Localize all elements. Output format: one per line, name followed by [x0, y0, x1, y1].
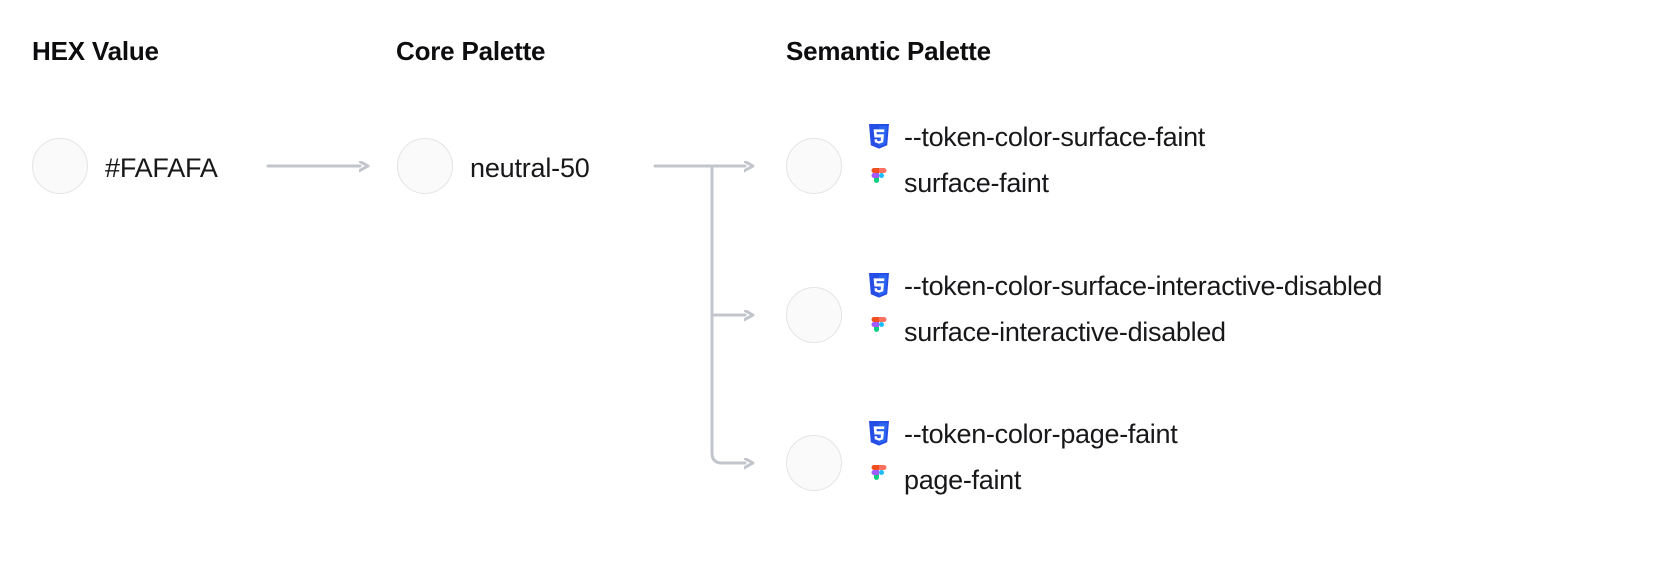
- semantic-token-row-3: --token-color-page-faint page-faint: [866, 418, 1178, 495]
- swatch-hex-value[interactable]: [32, 138, 88, 194]
- column-heading-hex-value: HEX Value: [32, 36, 159, 66]
- css-variable-line-1: --token-color-surface-faint: [866, 122, 1205, 152]
- figma-name-line-3: page-faint: [866, 465, 1177, 495]
- figma-icon: [866, 317, 892, 347]
- swatch-semantic-1[interactable]: [786, 138, 842, 194]
- figma-token-name-1: surface-faint: [904, 167, 1049, 198]
- css-variable-name-1: --token-color-surface-faint: [904, 121, 1206, 152]
- css3-icon: [866, 122, 892, 152]
- semantic-token-row-2: --token-color-surface-interactive-disabl…: [866, 271, 1382, 347]
- css3-icon: [866, 419, 892, 449]
- connector-trunk: [710, 164, 724, 465]
- css-variable-name-2: --token-color-surface-interactive-disabl…: [904, 270, 1383, 301]
- column-heading-core-palette: Core Palette: [396, 36, 546, 66]
- swatch-semantic-2[interactable]: [786, 287, 842, 343]
- semantic-token-row-1: --token-color-surface-faint surface-fain…: [866, 122, 1205, 198]
- figma-token-name-3: page-faint: [904, 464, 1022, 495]
- css-variable-name-3: --token-color-page-faint: [904, 418, 1178, 449]
- core-palette-label: neutral-50: [470, 153, 590, 183]
- figma-icon: [866, 465, 892, 495]
- css-variable-line-3: --token-color-page-faint: [866, 418, 1178, 449]
- swatch-core-palette[interactable]: [397, 138, 453, 194]
- css-variable-line-2: --token-color-surface-interactive-disabl…: [866, 271, 1382, 301]
- figma-icon: [866, 168, 892, 198]
- column-heading-semantic-palette: Semantic Palette: [786, 36, 991, 66]
- swatch-semantic-3[interactable]: [786, 435, 842, 491]
- figma-name-line-1: surface-faint: [866, 168, 1205, 198]
- figma-token-name-2: surface-interactive-disabled: [904, 316, 1226, 347]
- hex-value-label: #FAFAFA: [105, 153, 218, 183]
- css3-icon: [866, 271, 892, 301]
- figma-name-line-2: surface-interactive-disabled: [866, 317, 1382, 347]
